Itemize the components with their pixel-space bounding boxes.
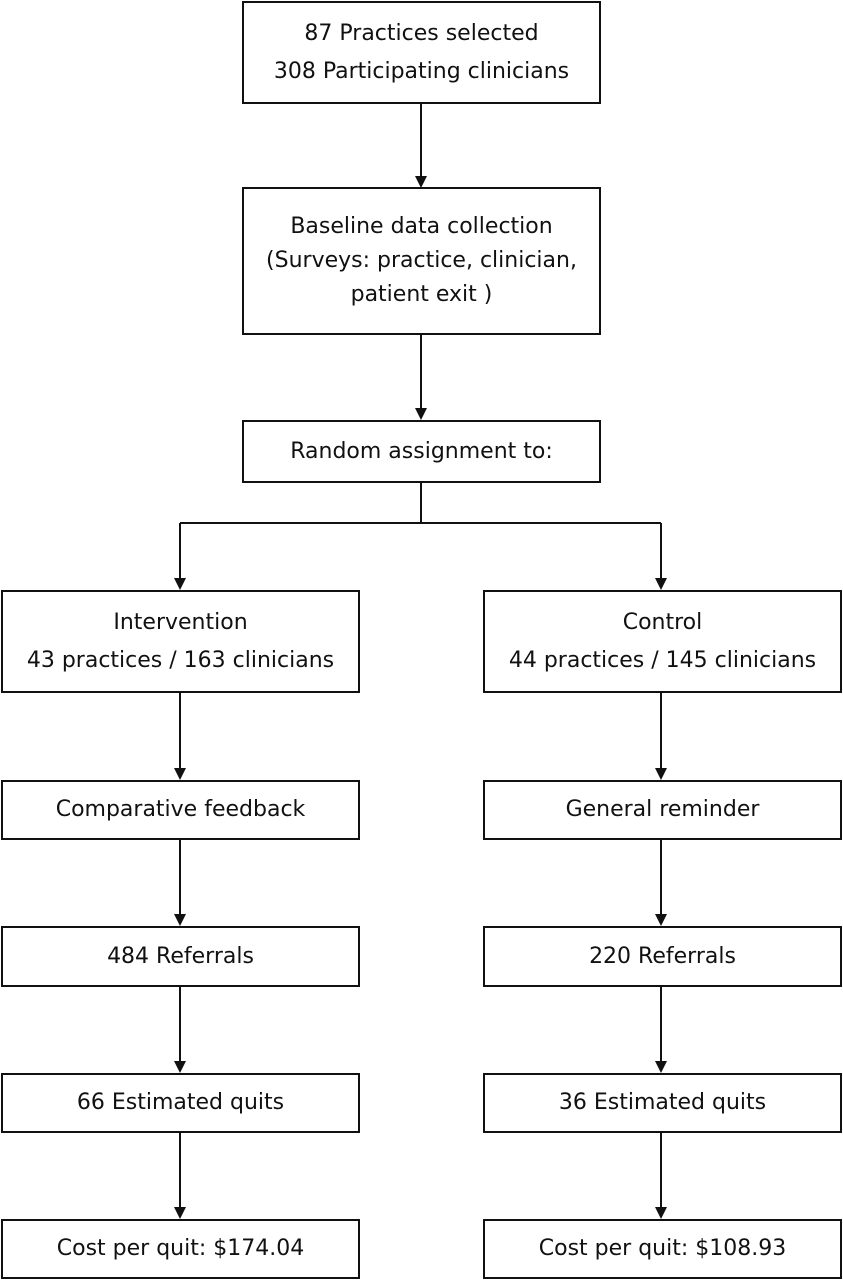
intervention-cost-text: Cost per quit: $174.04 [56, 1236, 305, 1261]
control-cost-text: Cost per quit: $108.93 [538, 1236, 787, 1261]
intervention-detail-text: 43 practices / 163 clinicians [26, 647, 335, 673]
random-assignment-box: Random assignment to: [242, 420, 601, 483]
intervention-cost-box: Cost per quit: $174.04 [1, 1219, 360, 1279]
general-reminder-box: General reminder [483, 780, 842, 840]
selection-box: 87 Practices selected 308 Participating … [242, 1, 601, 104]
intervention-referrals-text: 484 Referrals [107, 943, 254, 969]
baseline-title-text: Baseline data collection [290, 214, 553, 239]
control-referrals-text: 220 Referrals [589, 943, 736, 969]
control-quits-text: 36 Estimated quits [558, 1090, 767, 1115]
control-quits-box: 36 Estimated quits [483, 1073, 842, 1133]
control-detail-text: 44 practices / 145 clinicians [508, 647, 817, 673]
baseline-surveys-text: (Surveys: practice, clinician, [266, 248, 577, 273]
comparative-feedback-text: Comparative feedback [55, 797, 306, 822]
selection-clinicians-text: 308 Participating clinicians [273, 58, 570, 84]
comparative-feedback-box: Comparative feedback [1, 780, 360, 840]
intervention-quits-text: 66 Estimated quits [76, 1090, 285, 1115]
selection-practices-text: 87 Practices selected [304, 20, 539, 46]
general-reminder-text: General reminder [565, 797, 760, 822]
baseline-box: Baseline data collection (Surveys: pract… [242, 187, 601, 335]
intervention-referrals-box: 484 Referrals [1, 926, 360, 987]
intervention-box: Intervention 43 practices / 163 clinicia… [1, 590, 360, 693]
control-referrals-box: 220 Referrals [483, 926, 842, 987]
baseline-patient-exit-text: patient exit ) [350, 282, 493, 307]
control-cost-box: Cost per quit: $108.93 [483, 1219, 842, 1279]
control-title-text: Control [622, 609, 703, 635]
intervention-quits-box: 66 Estimated quits [1, 1073, 360, 1133]
intervention-title-text: Intervention [113, 609, 248, 635]
random-assignment-text: Random assignment to: [290, 438, 553, 464]
control-box: Control 44 practices / 145 clinicians [483, 590, 842, 693]
